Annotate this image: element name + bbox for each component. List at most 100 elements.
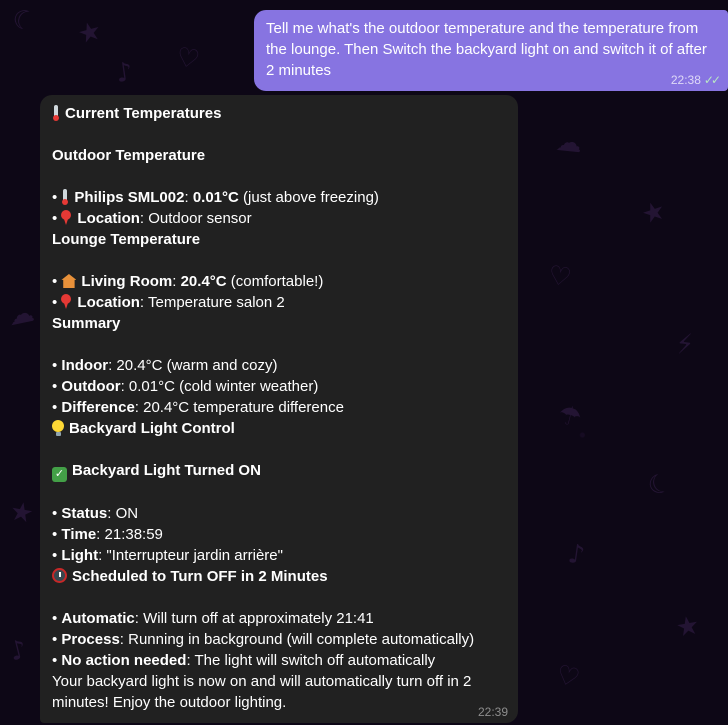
heart-doodle-icon: [552, 659, 583, 694]
thermometer-icon: [61, 189, 69, 205]
message-text: Your backyard light is now on and will a…: [52, 673, 472, 711]
message-line: Backyard Light Control: [52, 418, 506, 439]
message-meta: 22:38✓✓: [670, 73, 721, 87]
message-line: • Philips SML002: 0.01°C (just above fre…: [52, 187, 506, 208]
message-line: • Living Room: 20.4°C (comfortable!): [52, 271, 506, 292]
message-line: • Difference: 20.4°C temperature differe…: [52, 397, 506, 418]
star-doodle-icon: [8, 496, 36, 530]
message-text-bold: 20.4°C: [180, 273, 227, 290]
message-line: • Location: Outdoor sensor: [52, 208, 506, 229]
message-line: [52, 124, 506, 145]
message-text: :: [172, 273, 181, 290]
user-message-bubble[interactable]: Tell me what's the outdoor temperature a…: [254, 10, 728, 91]
message-text-bold: No action needed: [61, 652, 187, 669]
message-text: •: [52, 357, 62, 374]
message-line: Scheduled to Turn OFF in 2 Minutes: [52, 566, 506, 587]
message-line: • No action needed: The light will switc…: [52, 650, 506, 671]
bulb-icon: [52, 420, 64, 436]
message-text: : 21:38:59: [96, 526, 163, 543]
timer-icon: [52, 568, 67, 583]
message-text-bold: Automatic: [61, 610, 135, 627]
message-text-bold: Status: [61, 505, 108, 522]
message-line: • Outdoor: 0.01°C (cold winter weather): [52, 376, 506, 397]
message-text-bold: Indoor: [61, 357, 109, 374]
message-text: : Will turn off at approximately 21:41: [134, 610, 374, 627]
message-line: Current Temperatures: [52, 103, 506, 124]
check-icon: [52, 467, 67, 482]
star-doodle-icon: [75, 15, 105, 50]
message-text: •: [52, 189, 62, 206]
message-text: •: [52, 399, 62, 416]
bolt-doodle-icon: [674, 329, 695, 361]
message-text: : 0.01°C (cold winter weather): [120, 378, 319, 395]
message-line: • Status: ON: [52, 503, 506, 524]
message-text-bold: Philips SML002: [74, 189, 185, 206]
message-text-bold: Outdoor Temperature: [52, 147, 206, 164]
message-line: • Indoor: 20.4°C (warm and cozy): [52, 355, 506, 376]
message-text: : 20.4°C (warm and cozy): [108, 357, 278, 374]
message-text: : Running in background (will complete a…: [119, 631, 475, 648]
read-receipt-icon: ✓✓: [703, 73, 721, 87]
heart-doodle-icon: [546, 260, 574, 294]
message-time: 22:39: [477, 705, 508, 719]
message-text-bold: Location: [77, 294, 140, 311]
message-line: • Light: "Interrupteur jardin arrière": [52, 545, 506, 566]
star-doodle-icon: [674, 610, 702, 644]
note-doodle-icon: [114, 57, 135, 89]
message-line: Backyard Light Turned ON: [52, 460, 506, 482]
message-text: •: [52, 378, 62, 395]
message-text: •: [52, 526, 62, 543]
message-text: : Temperature salon 2: [139, 294, 285, 311]
message-line: • Automatic: Will turn off at approximat…: [52, 608, 506, 629]
message-text: •: [52, 610, 62, 627]
message-text-bold: Lounge Temperature: [52, 231, 201, 248]
message-text-bold: Light: [61, 547, 99, 564]
moon-doodle-icon: [644, 467, 676, 503]
pin-icon: [61, 294, 72, 310]
heart-doodle-icon: [173, 42, 202, 76]
umbrella-doodle-icon: [555, 400, 585, 435]
message-time: 22:38: [670, 73, 701, 87]
message-text: •: [52, 652, 62, 669]
message-text: :: [184, 189, 193, 206]
message-text-bold: Time: [61, 526, 97, 543]
message-line: • Process: Running in background (will c…: [52, 629, 506, 650]
message-line: Summary: [52, 313, 506, 334]
message-text-bold: Current Temperatures: [65, 105, 222, 122]
message-line: [52, 439, 506, 460]
message-text: : "Interrupteur jardin arrière": [98, 547, 283, 564]
cloud-doodle-icon: [5, 298, 37, 333]
message-text: (just above freezing): [238, 189, 379, 206]
message-text: •: [52, 631, 62, 648]
message-text-bold: Backyard Light Control: [69, 420, 235, 437]
note-doodle-icon: [566, 539, 587, 571]
message-line: [52, 250, 506, 271]
message-line: [52, 166, 506, 187]
message-line: [52, 334, 506, 355]
house-icon: [61, 274, 77, 288]
message-text-bold: Living Room: [81, 273, 173, 290]
moon-doodle-icon: [8, 3, 40, 39]
message-text: •: [52, 210, 62, 227]
message-line: • Time: 21:38:59: [52, 524, 506, 545]
message-text: •: [52, 294, 62, 311]
message-line: [52, 482, 506, 503]
message-text: •: [52, 273, 62, 290]
message-text: (comfortable!): [226, 273, 324, 290]
message-text-bold: Location: [77, 210, 140, 227]
message-text: : Outdoor sensor: [139, 210, 252, 227]
message-text-bold: Backyard Light Turned ON: [72, 462, 261, 479]
message-text-bold: Summary: [52, 315, 121, 332]
message-text: •: [52, 547, 62, 564]
star-doodle-icon: [638, 195, 669, 231]
thermometer-icon: [52, 105, 60, 121]
message-line: Your backyard light is now on and will a…: [52, 671, 506, 713]
note-doodle-icon: [7, 634, 30, 667]
message-text-bold: Scheduled to Turn OFF in 2 Minutes: [72, 568, 328, 585]
message-text: : The light will switch off automaticall…: [186, 652, 436, 669]
message-line: Outdoor Temperature: [52, 145, 506, 166]
message-text-bold: Process: [61, 631, 120, 648]
